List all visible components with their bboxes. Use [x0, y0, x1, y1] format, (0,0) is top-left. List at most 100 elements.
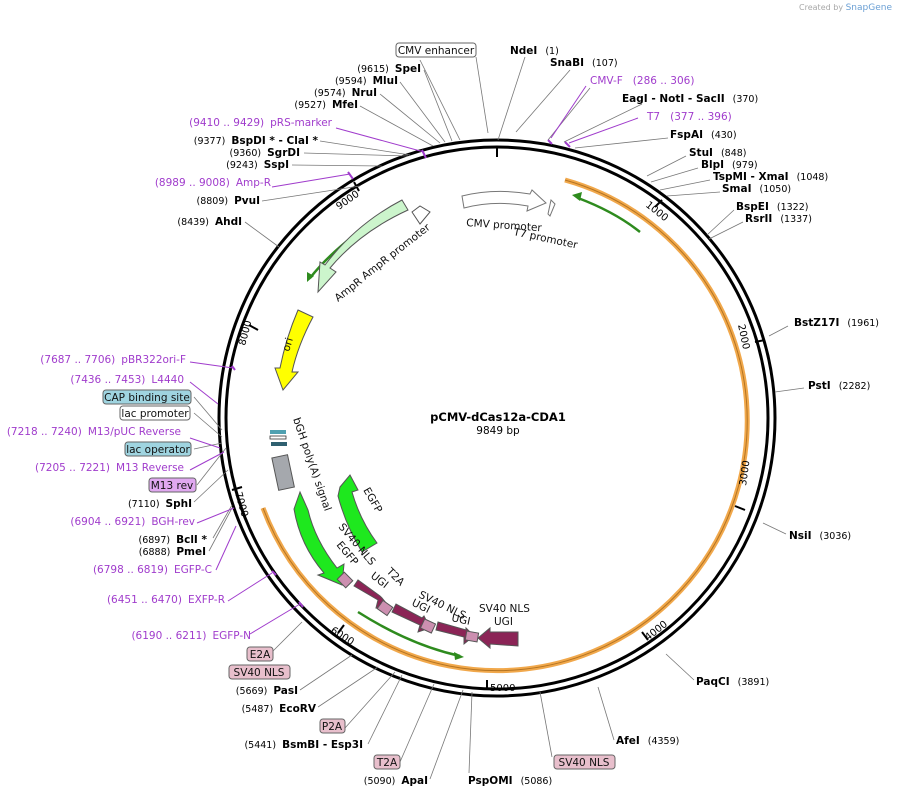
svg-text:(5441)BsmBI - Esp3I: (5441)BsmBI - Esp3I	[244, 739, 363, 751]
svg-text:(7110)SphI: (7110)SphI	[128, 498, 192, 510]
t7-promoter-arrow	[547, 198, 556, 217]
label-bgh: bGH poly(A) signal	[290, 416, 333, 513]
site-bspei: BspEI	[736, 201, 769, 213]
primer-m13-reverse: M13 Reverse	[116, 462, 184, 474]
svg-text:(7436 .. 7453)L4440: (7436 .. 7453)L4440	[70, 374, 184, 386]
svg-text:(9410 .. 9429)pRS-marker: (9410 .. 9429)pRS-marker	[189, 117, 333, 129]
svg-text:(6451 .. 6470)EXFP-R: (6451 .. 6470)EXFP-R	[107, 594, 225, 606]
brand-created-by: Created by	[799, 3, 844, 12]
svg-text:PstI(2282): PstI(2282)	[808, 380, 870, 392]
green-arrow-bottom	[357, 610, 461, 658]
primer-egfp-n: EGFP-N	[212, 630, 251, 642]
svg-text:NsiI(3036): NsiI(3036)	[789, 530, 851, 542]
svg-text:BstZ17I(1961): BstZ17I(1961)	[794, 317, 879, 329]
label-ugi-4: UGI	[494, 616, 513, 628]
svg-text:NdeI(1): NdeI(1)	[510, 45, 559, 57]
primer-t7: T7	[646, 111, 660, 123]
site-smai: SmaI	[722, 183, 752, 195]
site-sphi: SphI	[166, 498, 192, 510]
ori-arrow	[274, 309, 314, 391]
svg-text:(6190 .. 6211)EGFP-N: (6190 .. 6211)EGFP-N	[131, 630, 251, 642]
label-cmv-promoter: CMV promoter	[466, 217, 543, 234]
site-tspmi-xmai: TspMI - XmaI	[713, 171, 789, 183]
svg-text:T7(377 .. 396): T7(377 .. 396)	[646, 111, 732, 123]
box-cap-binding-site: CAP binding site	[104, 392, 190, 404]
svg-text:(9615)SpeI: (9615)SpeI	[357, 63, 421, 75]
lac-promoter-mark	[269, 435, 287, 440]
site-mfei: MfeI	[332, 99, 358, 111]
site-eagi-noti-sacii: EagI - NotI - SacII	[622, 93, 725, 105]
site-stui: StuI	[689, 147, 713, 159]
svg-text:(9527)MfeI: (9527)MfeI	[294, 99, 358, 111]
tick-marks	[231, 146, 766, 690]
site-bsmbi-esp3i: BsmBI - Esp3I	[282, 739, 363, 751]
label-sv40-nls-3: SV40 NLS	[479, 603, 530, 615]
site-bcli: BclI *	[176, 534, 207, 546]
svg-text:(8809)PvuI: (8809)PvuI	[196, 195, 260, 207]
green-arrow-right-head	[572, 192, 582, 201]
box-m13-rev: M13 rev	[151, 480, 194, 492]
svg-text:(9594)MluI: (9594)MluI	[335, 75, 398, 87]
tick-3000: 3000	[738, 460, 752, 487]
svg-text:RsrII(1337): RsrII(1337)	[745, 213, 812, 225]
svg-text:(7687 .. 7706)pBR322ori-F: (7687 .. 7706)pBR322ori-F	[40, 354, 186, 366]
svg-text:BlpI(979): BlpI(979)	[701, 159, 758, 171]
box-sv40-nls-2: SV40 NLS	[559, 757, 610, 769]
svg-text:(7205 .. 7221)M13 Reverse: (7205 .. 7221)M13 Reverse	[35, 462, 184, 474]
bgh-polya-block	[271, 454, 295, 491]
svg-text:StuI(848): StuI(848)	[689, 147, 747, 159]
ampr-arrow	[317, 199, 409, 294]
svg-text:(6888)PmeI: (6888)PmeI	[139, 546, 206, 558]
svg-text:(9360)SgrDI: (9360)SgrDI	[230, 147, 300, 159]
site-pspomi: PspOMI	[468, 775, 513, 787]
ampr-promoter-arrow	[411, 205, 431, 225]
site-pasi: PasI	[273, 685, 298, 697]
boxed-labels: CMV enhancer CAP binding site lac promot…	[102, 42, 616, 770]
svg-text:(9377)BspDI * - ClaI *: (9377)BspDI * - ClaI *	[194, 135, 319, 147]
primer-pbr322ori-f: pBR322ori-F	[121, 354, 186, 366]
primer-leader-lines	[189, 85, 639, 635]
box-t2a: T2A	[376, 757, 398, 769]
site-nsii: NsiI	[789, 530, 812, 542]
svg-text:(9574)NruI: (9574)NruI	[314, 87, 377, 99]
green-arrow-right	[577, 196, 641, 233]
primer-l4440: L4440	[151, 374, 184, 386]
primer-marks	[231, 139, 571, 608]
svg-text:EagI - NotI - SacII(370): EagI - NotI - SacII(370)	[622, 93, 758, 105]
svg-text:CMV-F(286 .. 306): CMV-F(286 .. 306)	[590, 75, 694, 87]
svg-text:SmaI(1050): SmaI(1050)	[722, 183, 791, 195]
site-ahdi: AhdI	[215, 216, 242, 228]
primer-prs-marker: pRS-marker	[270, 117, 333, 129]
box-cmv-enhancer: CMV enhancer	[398, 45, 475, 57]
box-e2a: E2A	[250, 649, 271, 661]
svg-text:(5090)ApaI: (5090)ApaI	[364, 775, 428, 787]
primer-bgh-rev: BGH-rev	[151, 516, 195, 528]
site-afei: AfeI	[616, 735, 640, 747]
svg-text:(9243)SspI: (9243)SspI	[226, 159, 289, 171]
egfp-arrow-1	[337, 474, 378, 553]
nls-block-3	[419, 618, 437, 634]
site-bstz17i: BstZ17I	[794, 317, 839, 329]
primer-labels: CMV-F(286 .. 306) T7(377 .. 396) (9410 .…	[7, 75, 732, 642]
label-egfp-1: EGFP	[360, 486, 384, 516]
box-lac-promoter: lac promoter	[121, 408, 189, 420]
site-blpi: BlpI	[701, 159, 724, 171]
svg-text:(5487)EcoRV: (5487)EcoRV	[242, 703, 317, 715]
leader-lines	[193, 56, 805, 780]
green-arrow-ampr-head	[307, 272, 314, 282]
svg-text:SnaBI(107): SnaBI(107)	[550, 57, 618, 69]
box-p2a: P2A	[322, 721, 343, 733]
sites-right: NdeI(1) SnaBI(107) EagI - NotI - SacII(3…	[510, 45, 879, 747]
site-sgrdi: SgrDI	[267, 147, 300, 159]
orange-feature-arc-inner	[262, 179, 748, 672]
label-ugi-3: UGI	[450, 612, 471, 628]
nls-block-2	[376, 599, 394, 617]
cmv-promoter-arrow	[461, 189, 547, 212]
nls-block-1	[336, 571, 354, 589]
site-fspai: FspAI	[670, 129, 703, 141]
nls-block-4	[464, 630, 480, 643]
egfp-arrow-2	[293, 490, 345, 586]
site-psti: PstI	[808, 380, 831, 392]
lac-operator-mark	[270, 430, 286, 434]
svg-text:FspAI(430): FspAI(430)	[670, 129, 737, 141]
